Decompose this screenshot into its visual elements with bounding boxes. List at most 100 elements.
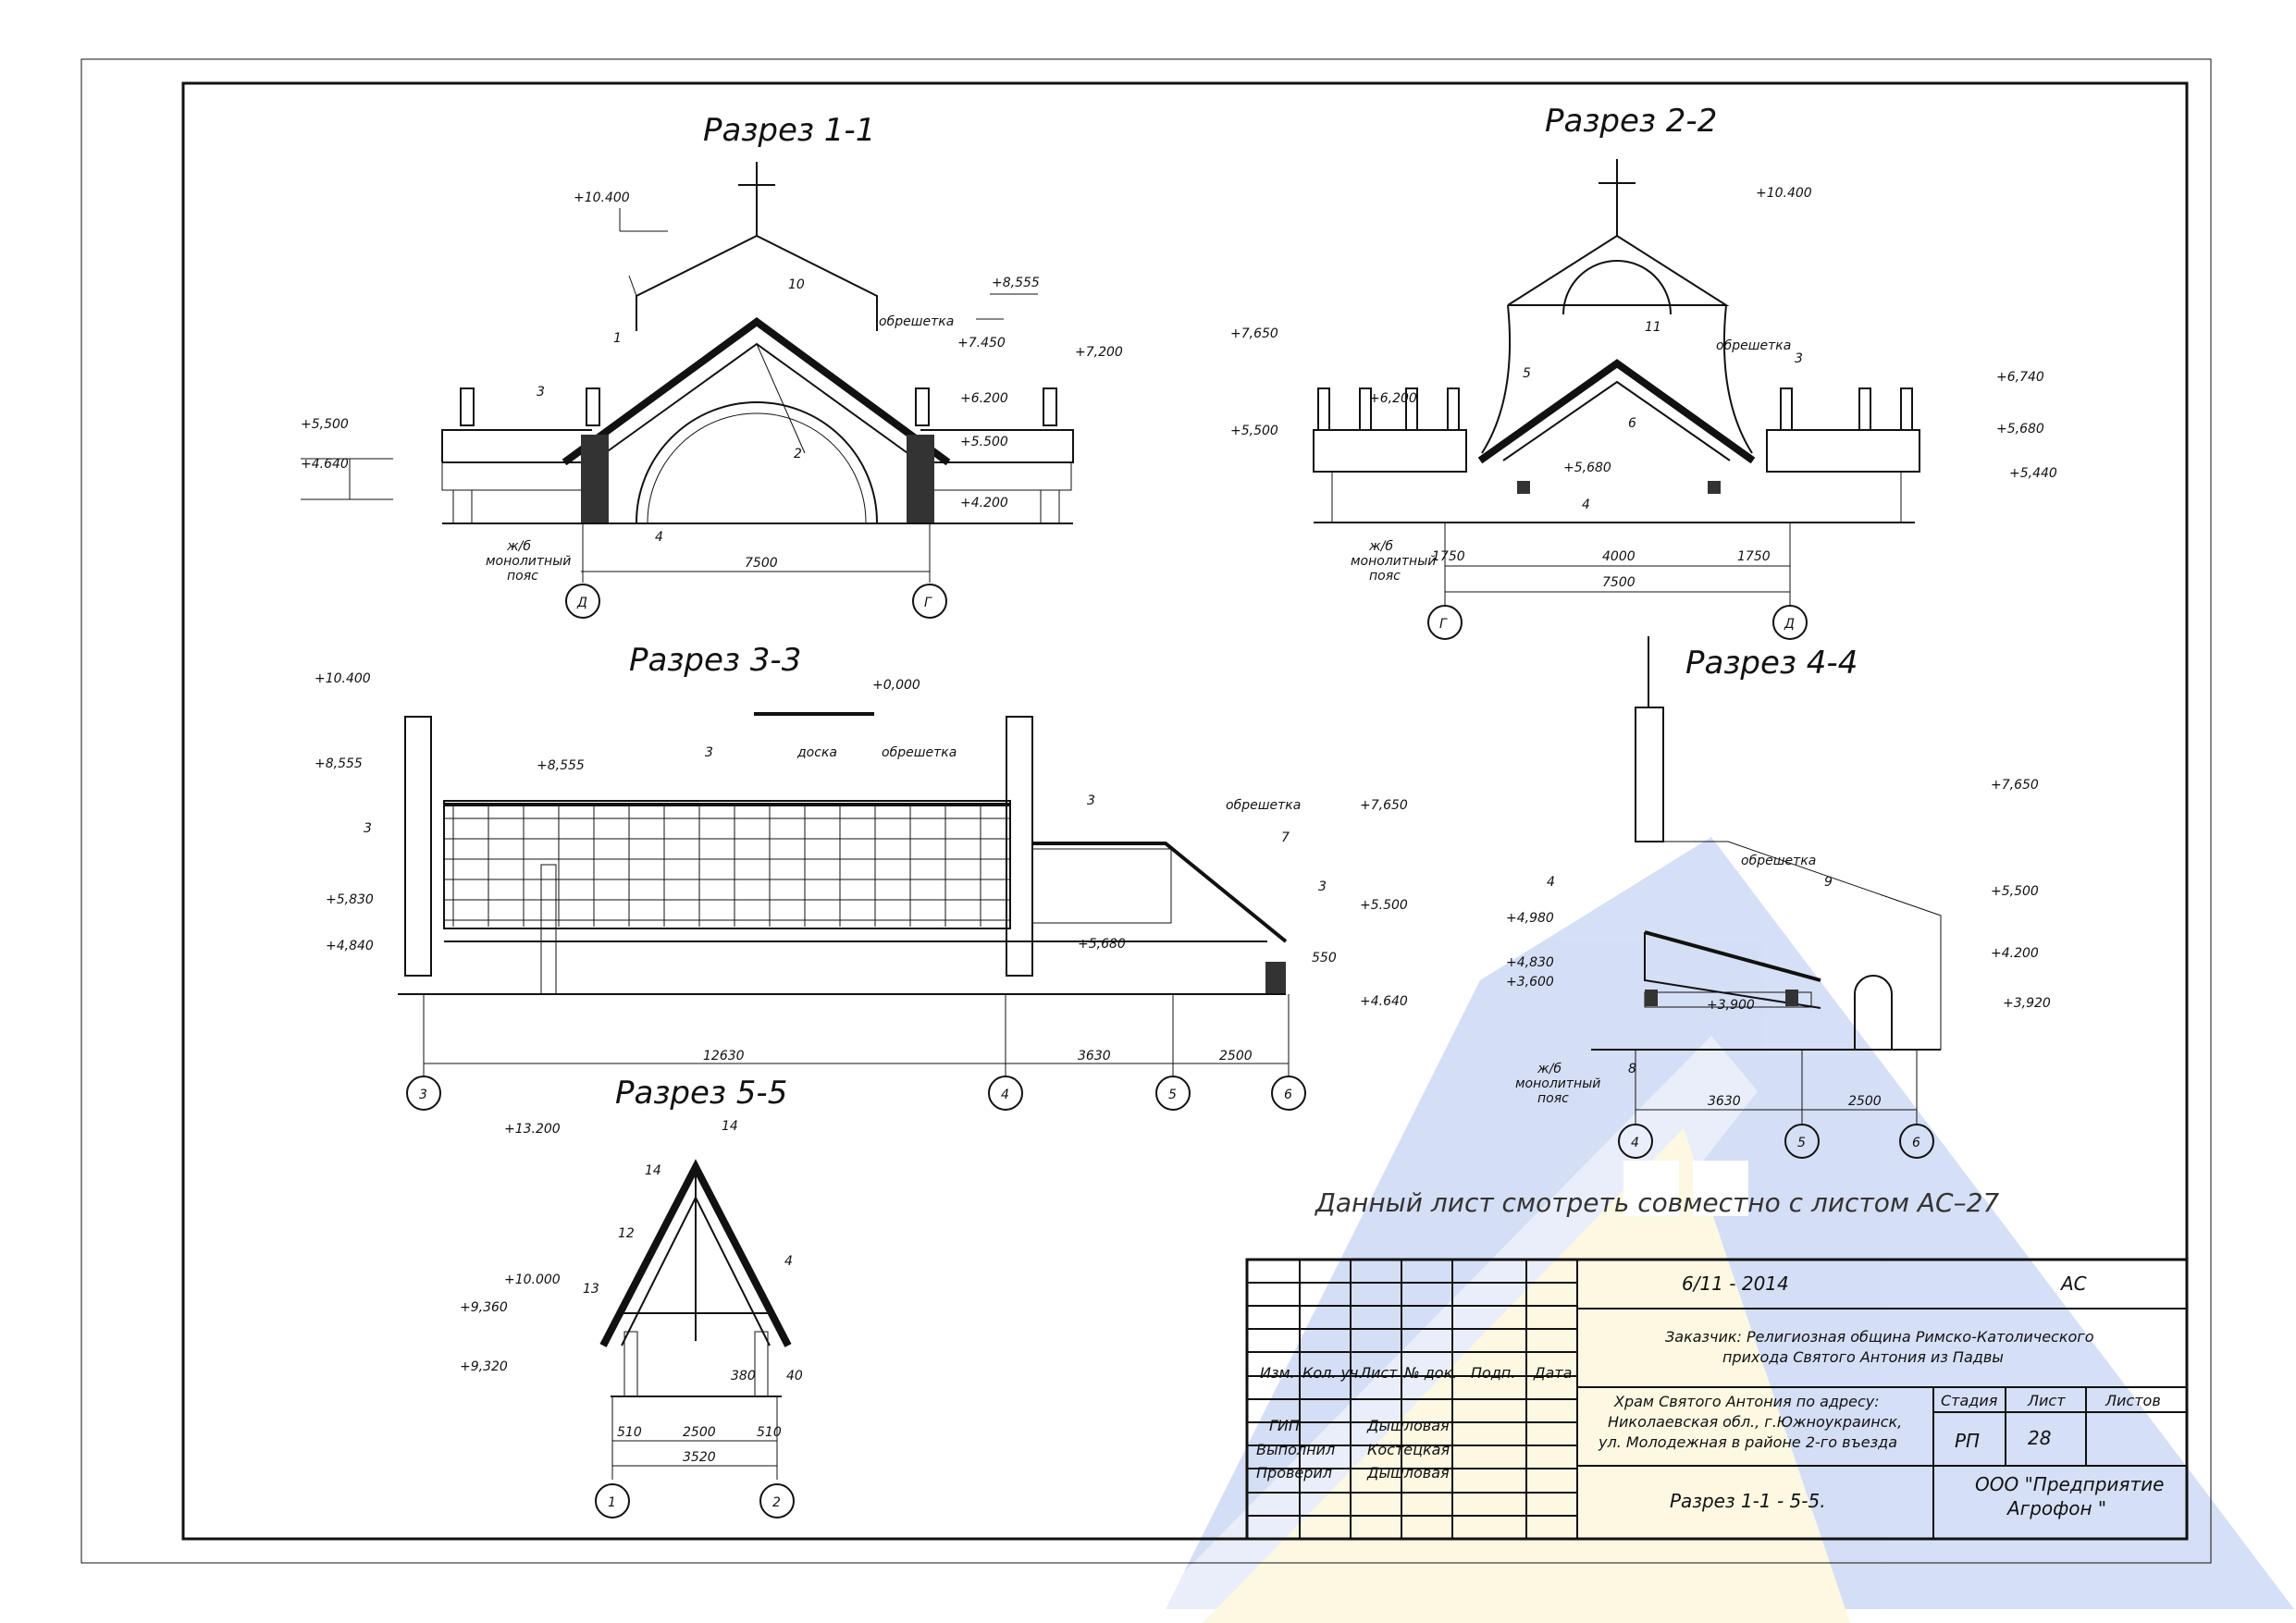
axis-bubble — [1772, 605, 1808, 640]
level-mark: +5,830 — [326, 892, 374, 907]
level-mark: +7,650 — [1991, 778, 2039, 793]
axis-label: Д — [576, 596, 587, 610]
axis-bubble — [912, 584, 947, 619]
callout-label: 3 — [364, 821, 372, 836]
section-4-4: Разрез 4-4 +7,650 +5,500 +4.200 +3,920 +… — [1506, 636, 2051, 1159]
axis-label: Г — [924, 596, 932, 610]
role-label: Выполнил — [1256, 1441, 1335, 1458]
section-5-5: Разрез 5-5 +13.200 +10.000 +9,360 +9,320… — [460, 1075, 803, 1518]
section-title: Разрез 1-1 — [703, 112, 875, 149]
axis-label: 3 — [419, 1088, 427, 1102]
project-code: 6/11 - 2014 — [1682, 1273, 1789, 1295]
axis-label: 4 — [1001, 1088, 1009, 1102]
dimension: 40 — [786, 1369, 803, 1383]
level-mark: +3,900 — [1707, 998, 1755, 1013]
col-head: Дата — [1533, 1364, 1572, 1382]
belt-label: монолитный — [1515, 1076, 1600, 1091]
level-mark: +10.400 — [315, 671, 371, 686]
dimension: 550 — [1312, 951, 1337, 965]
role-name: Дышловая — [1366, 1464, 1450, 1482]
level-mark: +6.200 — [960, 391, 1008, 406]
cross-reference-note: Данный лист смотреть совместно с листом … — [1314, 1187, 1999, 1218]
col-head: № док. — [1403, 1364, 1457, 1382]
level-mark: +9,320 — [460, 1359, 508, 1374]
belt-label: пояс — [507, 569, 538, 584]
rafters — [444, 806, 1010, 927]
section-title: Разрез 5-5 — [615, 1075, 787, 1112]
callout-label: 5 — [1523, 366, 1531, 381]
level-mark: +4,980 — [1506, 911, 1554, 926]
object-address: Храм Святого Антония по адресу: — [1613, 1393, 1880, 1410]
dimension: 3520 — [683, 1450, 716, 1465]
callout-label: 14 — [722, 1119, 738, 1134]
dimension: 3630 — [1708, 1094, 1741, 1109]
level-mark: +13.200 — [504, 1122, 561, 1137]
callout-label: обрешетка — [879, 314, 954, 329]
belt-label: пояс — [1537, 1091, 1569, 1106]
company: Агрофон " — [2006, 1497, 2106, 1519]
dimension: 3630 — [1078, 1049, 1111, 1064]
customer: прихода Святого Антония из Падвы — [1722, 1348, 2004, 1366]
level-mark: +10.400 — [574, 191, 630, 205]
role-name: Дышловая — [1366, 1417, 1450, 1434]
callout-label: 1 — [613, 331, 622, 346]
dimension: 1750 — [1737, 549, 1771, 564]
level-mark: +4.640 — [301, 457, 349, 472]
stage-head: Стадия — [1941, 1392, 1998, 1409]
callout-label: обрешетка — [1716, 338, 1791, 353]
customer: Заказчик: Религиозная община Римско-Като… — [1665, 1328, 2094, 1346]
level-mark: +6,740 — [1996, 370, 2044, 385]
col-head: Изм. — [1260, 1364, 1295, 1382]
level-mark: +5,440 — [2009, 466, 2057, 481]
axis-bubble — [1784, 1124, 1820, 1159]
callout-label: 3 — [1087, 793, 1095, 808]
level-mark: +5,680 — [1078, 937, 1126, 952]
level-mark: +5.500 — [960, 435, 1008, 449]
level-mark: +4.640 — [1360, 994, 1408, 1009]
callout-label: 3 — [1795, 351, 1803, 366]
callout-label: обрешетка — [1741, 854, 1816, 868]
sheets-head: Листов — [2105, 1392, 2161, 1409]
level-mark: +4.200 — [960, 496, 1008, 510]
axis-label: 6 — [1284, 1088, 1292, 1102]
section-title: Разрез 3-3 — [629, 642, 801, 679]
callout-label: 11 — [1645, 320, 1661, 335]
axis-bubble — [1899, 1124, 1934, 1159]
level-mark: +7,650 — [1360, 798, 1408, 813]
title-block: Изм. Кол. уч Лист № док. Подп. Дата ГИП … — [1245, 1258, 2189, 1541]
level-mark: +7,650 — [1230, 326, 1278, 341]
callout-label: 9 — [1824, 875, 1833, 890]
belt-label: пояс — [1369, 569, 1401, 584]
level-mark: +7,200 — [1075, 345, 1123, 360]
callout-label: доска — [796, 745, 837, 760]
dimension: 380 — [731, 1369, 756, 1383]
callout-label: 3 — [537, 385, 545, 400]
dimension: 2500 — [1848, 1094, 1882, 1109]
level-mark: +5,500 — [1230, 424, 1278, 438]
col-head: Лист — [1359, 1364, 1398, 1382]
inner-frame — [181, 81, 2189, 1541]
dimension: 12630 — [703, 1049, 745, 1064]
callout-label: 10 — [788, 277, 805, 292]
axis-label: 5 — [1797, 1136, 1806, 1150]
col-head: Кол. уч — [1302, 1364, 1358, 1382]
callout-label: 4 — [1582, 498, 1590, 512]
axis-label: 5 — [1168, 1088, 1177, 1102]
col-head: Подп. — [1471, 1364, 1515, 1382]
callout-label: 4 — [655, 530, 663, 545]
level-mark: +9,360 — [460, 1300, 508, 1315]
sheet-head: Лист — [2027, 1392, 2066, 1409]
callout-label: 13 — [583, 1282, 599, 1297]
level-mark: +5,500 — [1991, 884, 2039, 899]
callout-label: обрешетка — [1226, 798, 1301, 813]
callout-label: обрешетка — [882, 745, 957, 760]
level-mark: +5,680 — [1996, 422, 2044, 436]
role-label: ГИП — [1269, 1417, 1300, 1434]
callout-label: 4 — [1547, 875, 1555, 890]
axis-label: 6 — [1912, 1136, 1920, 1150]
stage-value: РП — [1955, 1430, 1980, 1452]
callout-label: 4 — [784, 1254, 793, 1269]
level-mark: +10.000 — [504, 1273, 561, 1287]
